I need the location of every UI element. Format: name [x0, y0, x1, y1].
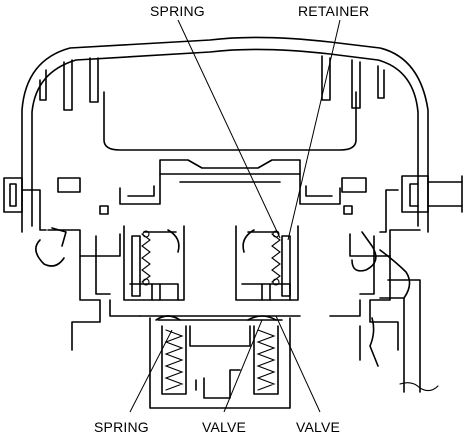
left-spring-chamber [123, 225, 185, 301]
label-retainer: RETAINER [298, 3, 369, 19]
label-valve-right: VALVE [296, 419, 340, 435]
leader-lines [129, 19, 341, 413]
leader-valve-left [223, 319, 263, 413]
central-cap [119, 159, 341, 205]
left-spring-coil [141, 230, 151, 286]
left-lower-spring [155, 315, 187, 395]
leader-spring-top [177, 19, 281, 239]
middle-body [47, 229, 421, 351]
right-lower-spring [247, 315, 279, 395]
right-spring-chamber [235, 225, 299, 301]
label-valve-left: VALVE [202, 419, 246, 435]
right-mount [341, 175, 463, 272]
right-pipe [359, 249, 439, 393]
leader-spring-bottom [129, 329, 173, 413]
leader-retainer [287, 19, 341, 241]
label-spring-top: SPRING [150, 3, 205, 19]
leader-valve-right [275, 315, 321, 413]
label-spring-bottom: SPRING [94, 419, 149, 435]
housing-outer [21, 36, 429, 233]
left-mount [3, 177, 109, 267]
right-spring-coil [271, 230, 281, 286]
